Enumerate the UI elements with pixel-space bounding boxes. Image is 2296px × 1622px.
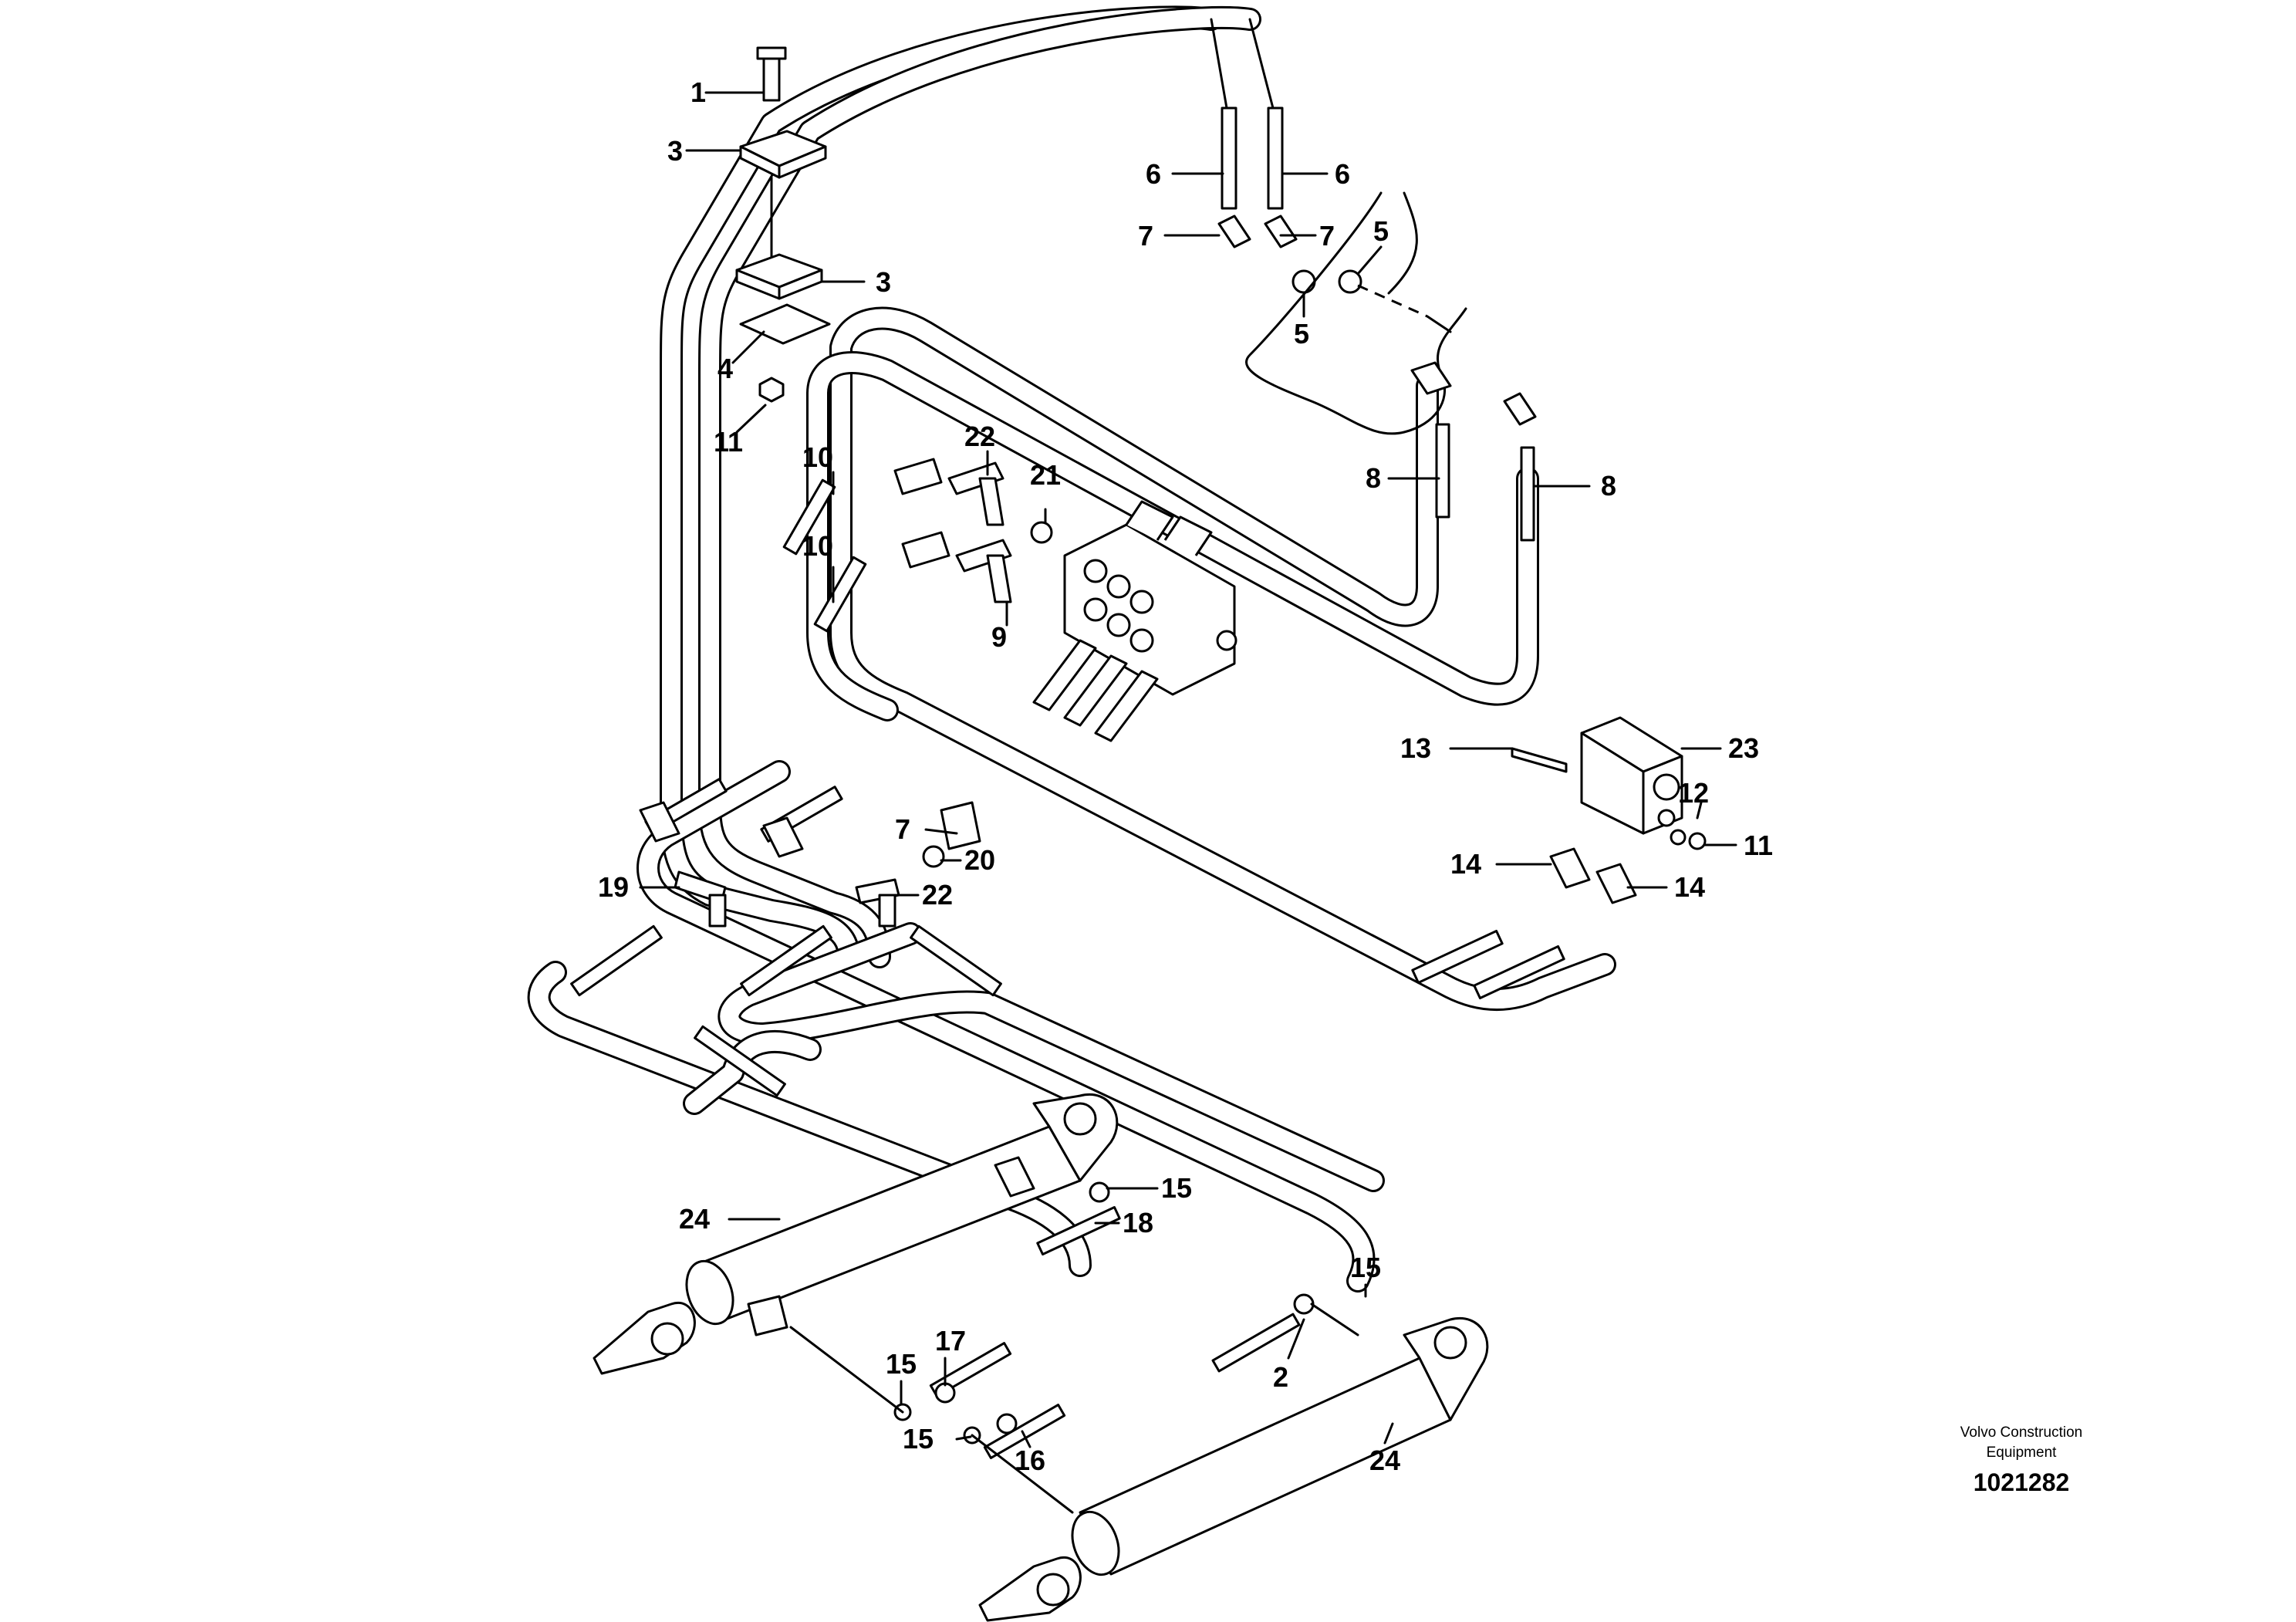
callout-6: 6 [1146,158,1161,190]
top-right-fittings [1217,106,1537,542]
callout-15: 15 [1161,1172,1192,1204]
callout-8: 8 [1366,462,1381,494]
callout-15: 15 [1350,1252,1381,1283]
cylinder-right [978,1317,1489,1622]
callout-11: 11 [1744,830,1773,861]
company-name-line-2: Equipment [1987,1445,2058,1461]
callout-18: 18 [1123,1207,1153,1238]
callout-16: 16 [1015,1445,1045,1476]
callout-5: 5 [1373,215,1389,247]
callout-3: 3 [667,135,683,167]
callout-3: 3 [876,266,891,298]
callout-11: 11 [714,426,743,458]
callout-7: 7 [1319,220,1335,252]
leader-lines [639,91,1737,1448]
lower-left-fittings [570,778,1002,1097]
callout-23: 23 [1728,732,1759,764]
callout-14: 14 [1450,848,1481,880]
callout-7: 7 [895,813,910,845]
control-valve [1032,500,1237,742]
callout-13: 13 [1400,732,1431,764]
callout-15: 15 [886,1348,917,1380]
callout-10: 10 [802,530,833,562]
callout-22: 22 [964,421,995,452]
callout-labels: 1 3 3 4 11 6 6 7 7 5 5 8 8 22 21 10 10 9… [598,76,1773,1476]
company-name-line-1: Volvo Construction [1960,1424,2082,1441]
callout-24: 24 [1369,1445,1400,1476]
callout-15: 15 [903,1423,934,1455]
callout-5: 5 [1294,318,1309,350]
callout-2: 2 [1273,1361,1288,1393]
callout-1: 1 [690,76,706,108]
callout-4: 4 [718,353,733,384]
callout-14: 14 [1674,871,1705,903]
loose-fittings [789,1181,1359,1514]
callout-17: 17 [935,1325,966,1357]
hose-lines [527,5,1616,1293]
relief-valve [1411,716,1707,1000]
callout-8: 8 [1601,470,1616,502]
callout-7: 7 [1138,220,1153,252]
callout-6: 6 [1335,158,1350,190]
callout-9: 9 [991,621,1007,653]
callout-20: 20 [964,844,995,876]
callout-24: 24 [679,1203,710,1235]
callout-22: 22 [922,879,953,911]
callout-12: 12 [1678,777,1709,809]
footer-block: Volvo Construction Equipment 1021282 [1960,1424,2082,1496]
callout-21: 21 [1030,459,1061,491]
callout-19: 19 [598,871,629,903]
cylinder-left [593,1093,1119,1375]
tee-fittings-upper [782,458,1053,633]
callout-10: 10 [802,441,833,473]
document-number: 1021282 [1974,1468,2070,1496]
